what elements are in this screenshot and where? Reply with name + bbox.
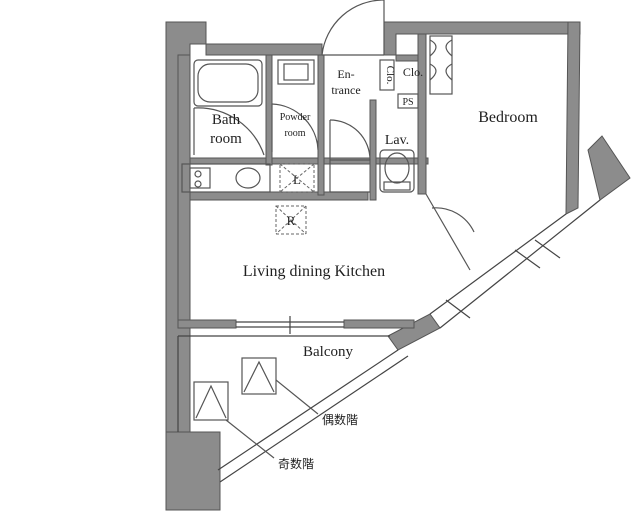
closet-doors [379, 35, 453, 109]
entrance-inner-door [329, 119, 371, 193]
escape-hatch-even [241, 357, 319, 415]
powder-room-label: Powder [280, 112, 311, 123]
bathroom-label-2: room [210, 131, 242, 147]
bedroom-door [425, 193, 475, 271]
bathtub [193, 59, 265, 156]
vanity [271, 59, 319, 152]
entrance-door [321, 0, 385, 56]
bathroom-label: Bath [212, 112, 241, 128]
ps-label: PS [402, 97, 413, 108]
bedroom-label: Bedroom [478, 109, 538, 126]
escape-hatch-odd [193, 381, 275, 459]
ldk-label: Living dining Kitchen [243, 263, 385, 280]
balcony-window [236, 316, 344, 334]
diagonal-walls [217, 199, 601, 483]
laundry-space [279, 163, 315, 193]
balcony-outline [177, 335, 390, 432]
closet-top-label: Clo. [403, 65, 423, 79]
even-floor-label: 偶数階 [322, 412, 358, 427]
refrigerator-symbol: R [287, 213, 296, 228]
closet-vertical-label: Clo. [384, 66, 396, 85]
entrance-label: En- [337, 67, 354, 81]
kitchen-counter [181, 163, 271, 193]
toilet [379, 149, 415, 193]
lavatory-label: Lav. [385, 133, 409, 148]
laundry-symbol: L [293, 172, 301, 187]
powder-room-label-2: room [284, 128, 305, 139]
odd-floor-label: 奇数階 [278, 456, 314, 471]
entrance-label-2: trance [331, 83, 360, 97]
refrigerator-space [275, 205, 307, 235]
balcony-label: Balcony [303, 344, 353, 360]
